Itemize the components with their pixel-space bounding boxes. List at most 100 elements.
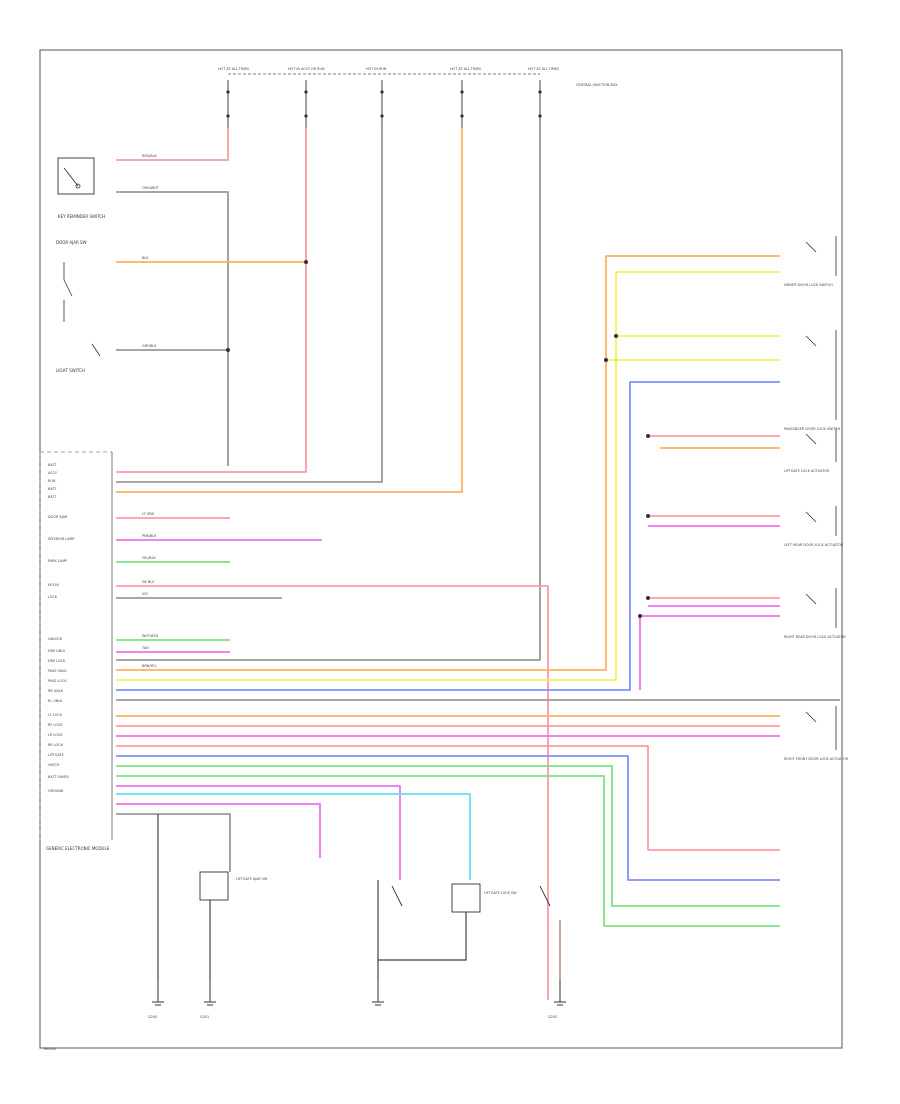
module-pin-label: KEY-IN <box>48 583 59 587</box>
module-pin-label: RR UNLK <box>48 689 64 693</box>
right-component-label: PASSENGER DOOR LOCK SWITCH <box>784 427 841 431</box>
liftgate-ajar-switch: LIFTGATE AJAR SW <box>199 871 268 901</box>
figure-id: W0000 <box>44 1047 56 1051</box>
wire-color-label: PNK/BLK <box>142 534 157 538</box>
splice-dot <box>646 596 650 600</box>
wire-liftgate <box>116 775 780 927</box>
module-pin-label: RUN <box>48 479 56 483</box>
wire-color-label: LT GRN <box>142 512 155 516</box>
module-pin-label: INTERIOR LAMP <box>48 537 74 541</box>
wire-hatch <box>116 785 401 880</box>
module-pin-label: DRV LOCK <box>48 659 66 663</box>
light-switch-label: LIGHT SWITCH <box>56 368 85 373</box>
module-pin-label: PARK LAMP <box>48 559 67 563</box>
module-pin-label: UNLOCK <box>48 637 63 641</box>
fuse-2: HOT IN ACCY OR RUN <box>288 67 325 128</box>
module-pin-label: ACCY <box>48 471 58 475</box>
liftgate-lock-label: LIFTGATE LOCK SW <box>484 891 517 895</box>
wire-drv-lock <box>116 271 780 681</box>
key-reminder-switch <box>57 157 95 195</box>
bottom-switch-contact <box>539 885 551 907</box>
module-pin-label: BATT SAVER <box>48 775 69 779</box>
module-pin-label: RR LOCK <box>48 743 64 747</box>
wire-color-label: GRY/BLK <box>142 344 157 348</box>
wire-color-label: BLK <box>142 256 149 260</box>
switch-contact <box>805 433 817 445</box>
wire-color-label: WHT/RED <box>142 634 159 638</box>
module-pin-label: DOOR AJAR <box>48 515 68 519</box>
module-pin-label: DRV UNLK <box>48 649 66 653</box>
bottom-switch-contact <box>391 885 403 907</box>
wire-color-label: TAN <box>141 646 149 650</box>
module-pin-label: LR LOCK <box>48 733 63 737</box>
wire-color-label: DK BLU <box>142 580 155 584</box>
module-pin-label: LOCK <box>48 595 58 599</box>
wires <box>116 128 840 1000</box>
wire-batt-saver <box>116 793 471 880</box>
wire-pass-unlk <box>116 381 780 691</box>
fuse-4: HOT AT ALL TIMES <box>450 67 481 128</box>
door-ajar-switch: DOOR AJAR SW <box>56 240 87 322</box>
splice-dot <box>614 334 618 338</box>
wire-color-label: YEL/BLK <box>142 556 156 560</box>
module-pin-label: LF LOCK <box>48 713 63 717</box>
module-pin-label: LIFTGATE <box>48 753 64 757</box>
module-pin-label: HATCH <box>48 763 60 767</box>
wire-accy-feed <box>116 128 307 473</box>
wire-key-in <box>116 585 549 1000</box>
right-components: DRIVER DOOR LOCK SWITCH PASSENGER DOOR LO… <box>141 154 849 907</box>
fuse-4-label: HOT AT ALL TIMES <box>450 67 481 71</box>
fuse-3-label: HOT IN RUN <box>366 67 387 71</box>
switch-contact <box>805 241 817 253</box>
fuse-3: HOT IN RUN <box>366 67 387 128</box>
key-reminder-label: KEY REMINDER SWITCH <box>58 214 105 219</box>
splice-dot <box>646 434 650 438</box>
wire-batt-feed-1 <box>116 128 463 493</box>
right-component-label: DRIVER DOOR LOCK SWITCH <box>784 283 833 287</box>
module-pin-label: BATT <box>48 495 57 499</box>
module-pin-label: BATT <box>48 463 57 467</box>
wire-batt-feed-2 <box>116 128 541 661</box>
ground-g202: G202 <box>548 1015 557 1019</box>
wire-color-label: VIO <box>142 592 148 596</box>
fuse-1: HOT AT ALL TIMES <box>218 67 249 128</box>
splice-dot <box>638 614 642 618</box>
module-pin-label: PASS LOCK <box>48 679 67 683</box>
wire-run-feed <box>116 128 383 483</box>
right-component-label: LIFTGATE LOCK ACTUATOR <box>784 469 830 473</box>
fuse-1-label: HOT AT ALL TIMES <box>218 67 249 71</box>
module-pin-label: PASS UNLK <box>48 669 67 673</box>
switch-contact <box>805 711 817 723</box>
ground-symbols: G200 G201 G202 <box>148 980 566 1019</box>
fuse-5: HOT AT ALL TIMES <box>528 67 559 128</box>
module-pin-label: RL UNLK <box>48 699 63 703</box>
wire-lr-lock <box>116 755 780 881</box>
wire-rf-lock <box>116 745 780 851</box>
right-component-label: RIGHT REAR DOOR LOCK ACTUATOR <box>784 635 846 639</box>
fuse-note: CENTRAL JUNCTION BOX <box>576 83 618 87</box>
right-component-label: LEFT REAR DOOR LOCK ACTUATOR <box>784 543 844 547</box>
wire-key-reminder-return <box>116 191 229 466</box>
liftgate-lock-switch: LIFTGATE LOCK SW <box>451 883 517 913</box>
wire-drv-unlk <box>116 255 780 671</box>
fuse-5-label: HOT AT ALL TIMES <box>528 67 559 71</box>
right-component-label: RIGHT FRONT DOOR LOCK ACTUATOR <box>784 757 849 761</box>
switch-contact <box>805 593 817 605</box>
ground-g200: G200 <box>148 1015 157 1019</box>
wire-rr-lock <box>116 765 780 907</box>
splice-dot <box>646 514 650 518</box>
module-name: GENERIC ELECTRONIC MODULE <box>46 846 110 851</box>
wire-color-label: RED/BLK <box>142 154 157 158</box>
wire-ground-gray <box>116 813 231 872</box>
splice-dot <box>226 348 230 352</box>
door-ajar-label: DOOR AJAR SW <box>56 240 87 245</box>
wire-ground-pink <box>116 803 321 858</box>
module-pin-label: RF LOCK <box>48 723 63 727</box>
module-pin-label: GROUND <box>48 789 64 793</box>
wire-color-label: ORG/WHT <box>142 186 160 190</box>
light-switch: LIGHT SWITCH <box>56 343 101 373</box>
wire-key-reminder-feed <box>116 128 229 161</box>
